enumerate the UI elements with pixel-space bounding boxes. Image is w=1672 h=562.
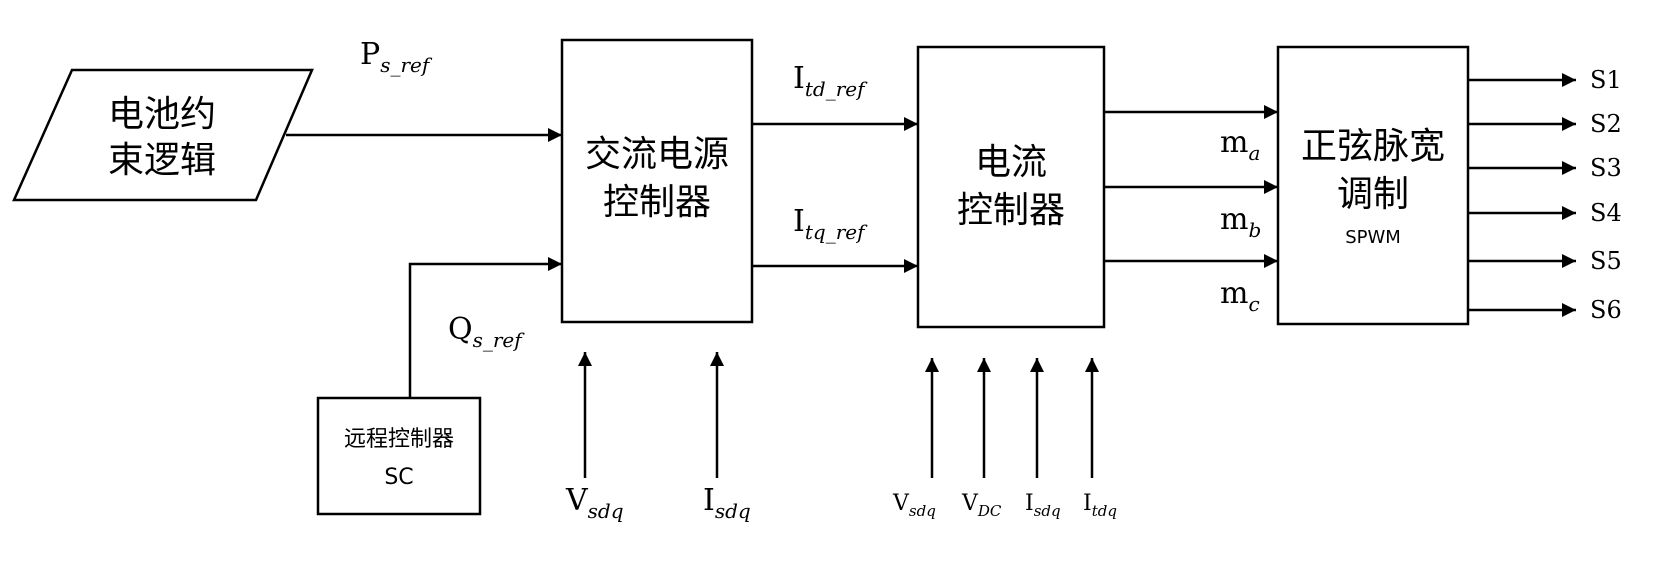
- connections: [286, 105, 1278, 478]
- signal-labels: Ps_ref Qs_ref Itd_ref Itq_ref ma mb mc V…: [360, 37, 1261, 523]
- output-label-1: S1: [1590, 66, 1622, 94]
- battery-logic-block: 电池约 束逻辑: [12, 68, 314, 202]
- remote-controller-line2: SC: [384, 465, 413, 490]
- spwm-line1: 正弦脉宽: [1301, 126, 1445, 167]
- vsdq-cc-label: Vsdq: [892, 491, 936, 520]
- current-controller-block: 电流 控制器: [916, 45, 1106, 329]
- vdc-cc-label: VDC: [961, 491, 1002, 520]
- spwm-line2: 调制: [1337, 174, 1409, 215]
- ma-label: ma: [1220, 125, 1260, 165]
- output-label-4: S4: [1590, 199, 1622, 227]
- mb-label: mb: [1220, 202, 1261, 242]
- battery-logic-line2: 束逻辑: [108, 140, 216, 181]
- current-controller-line1: 电流: [975, 142, 1047, 183]
- p-ref-label: Ps_ref: [360, 37, 433, 77]
- spwm-block: 正弦脉宽 调制 SPWM: [1276, 45, 1470, 326]
- ac-controller-line2: 控制器: [603, 182, 711, 223]
- spwm-line3: SPWM: [1345, 227, 1401, 248]
- isdq-cc-label: Isdq: [1025, 491, 1061, 520]
- q-ref-label: Qs_ref: [448, 312, 525, 352]
- battery-logic-line1: 电池约: [108, 94, 216, 135]
- output-label-3: S3: [1590, 154, 1622, 182]
- isdq-ac-label: Isdq: [703, 483, 751, 523]
- output-label-2: S2: [1590, 110, 1622, 138]
- remote-controller-block: 远程控制器 SC: [316, 396, 482, 516]
- remote-controller-line1: 远程控制器: [344, 427, 454, 452]
- ac-controller-block: 交流电源 控制器: [560, 38, 754, 324]
- current-controller-line2: 控制器: [957, 190, 1065, 231]
- output-label-5: S5: [1590, 247, 1622, 275]
- q-ref-arrow: [408, 257, 562, 398]
- itq-ref-label: Itq_ref: [793, 204, 868, 244]
- vsdq-ac-label: Vsdq: [565, 483, 624, 523]
- mc-label: mc: [1220, 276, 1260, 316]
- ac-controller-line1: 交流电源: [585, 134, 729, 175]
- itdq-cc-label: Itdq: [1083, 491, 1117, 520]
- output-label-6: S6: [1590, 296, 1622, 324]
- itd-ref-label: Itd_ref: [793, 61, 868, 101]
